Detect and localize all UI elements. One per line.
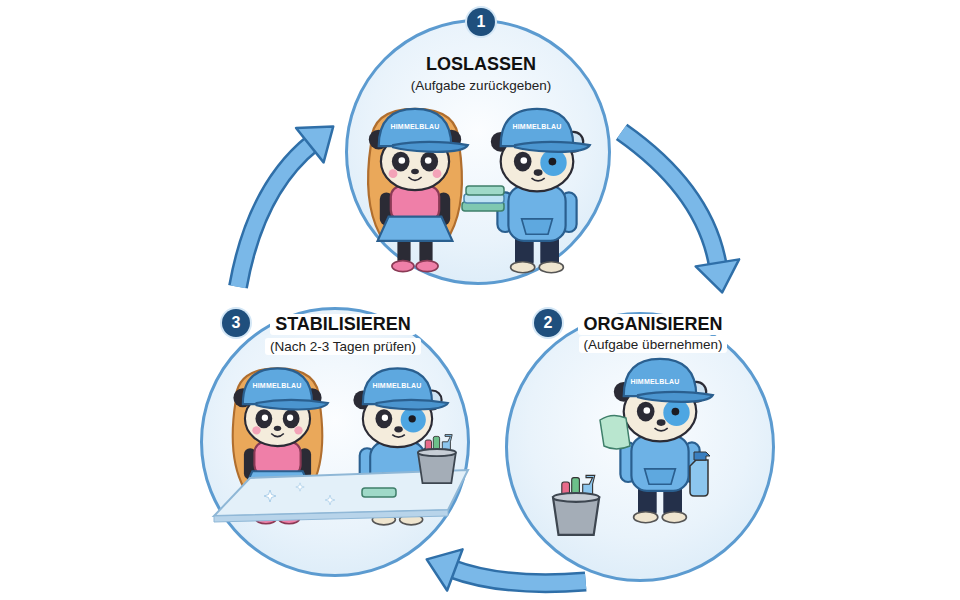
arrow-head [296, 126, 333, 162]
text-slot: HIMMELBLAU [252, 382, 301, 390]
spray-bottle [690, 452, 710, 496]
step-number: 2 [534, 309, 562, 337]
text-slot: 3 [222, 309, 250, 337]
arrow-head [427, 549, 463, 590]
text-slot: LOSLASSEN [426, 54, 536, 75]
boy-panda [491, 109, 590, 273]
step-circle: 2 ORGANISIEREN(Aufgabe übernehmen) [505, 312, 775, 582]
step-subtitle: (Aufgabe übernehmen) [579, 336, 728, 353]
cap-logo-text: HIMMELBLAU [630, 378, 679, 386]
bucket [553, 475, 599, 534]
step-subtitle: (Nach 2-3 Tagen prüfen) [265, 338, 421, 355]
arrow-body [622, 132, 718, 267]
step-subtitle: (Aufgabe zurückgeben) [411, 77, 551, 94]
text-slot: (Aufgabe übernehmen) [579, 336, 728, 353]
towel [466, 186, 504, 195]
cap-logo-text: HIMMELBLAU [252, 382, 301, 390]
boy-panda [353, 368, 448, 524]
glass-table [214, 470, 468, 516]
arrow-head [696, 259, 739, 292]
text-slot: STABILISIEREN [270, 314, 416, 335]
text-slot: (Aufgabe zurückgeben) [411, 77, 551, 94]
towel-stack [462, 186, 504, 211]
step-title: STABILISIEREN [270, 314, 416, 335]
cleaning-cloth [600, 415, 630, 449]
cycle-arrow [238, 126, 333, 286]
text-slot: HIMMELBLAU [512, 123, 561, 131]
cap-logo-text: HIMMELBLAU [512, 123, 561, 131]
text-slot: (Nach 2-3 Tagen prüfen) [265, 338, 421, 355]
girl-panda [233, 368, 328, 523]
text-slot: ORGANISIEREN [578, 314, 727, 335]
cycle-arrow [622, 132, 740, 293]
arrow-body [238, 143, 313, 287]
sparkle [264, 490, 276, 502]
cap-logo-text: HIMMELBLAU [390, 123, 439, 131]
arrow-outline [238, 143, 313, 287]
text-slot: HIMMELBLAU [372, 382, 421, 390]
step-title: LOSLASSEN [426, 54, 536, 75]
table-edge [214, 510, 448, 522]
text-slot: HIMMELBLAU [630, 378, 679, 386]
step-circle: 3 STABILISIEREN (Nach 2-3 Tagen prüfen) [200, 307, 470, 577]
step-title: ORGANISIEREN [578, 314, 727, 335]
step-number: 3 [222, 309, 250, 337]
towel [464, 194, 504, 203]
towel [462, 202, 504, 211]
towel [362, 488, 396, 497]
girl-panda [368, 109, 468, 272]
arrow-outline [622, 132, 718, 267]
arrow-outline [451, 569, 586, 584]
text-slot: 1 [467, 8, 495, 36]
sparkle [325, 495, 335, 505]
arrow-body [451, 569, 586, 584]
bucket [418, 435, 456, 484]
text-slot: 2 [534, 309, 562, 337]
text-slot: HIMMELBLAU [390, 123, 439, 131]
sparkle [296, 483, 304, 491]
boy-panda [614, 359, 713, 523]
cap-logo-text: HIMMELBLAU [372, 382, 421, 390]
step-number: 1 [467, 8, 495, 36]
step-circle: 1LOSLASSEN(Aufgabe zurückgeben) [345, 19, 611, 285]
